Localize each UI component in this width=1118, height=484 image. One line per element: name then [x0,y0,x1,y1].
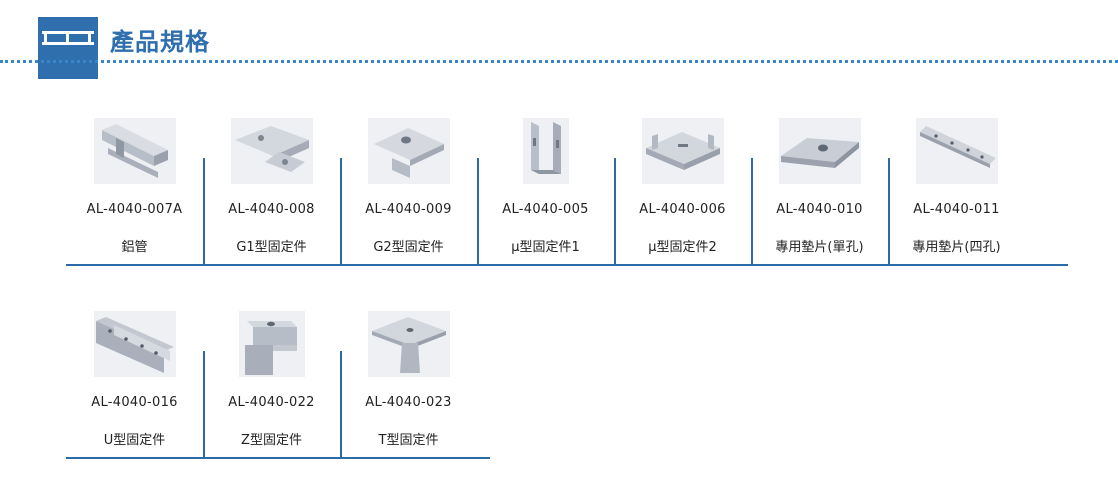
product-code: AL-4040-022 [228,395,315,410]
product-code: AL-4040-007A [86,202,183,217]
product-name: T型固定件 [378,433,439,448]
aluminum-tube-icon [93,118,176,184]
product-cell[interactable]: AL-4040-005 μ型固定件1 [477,112,614,264]
g1-bracket-icon [230,118,313,184]
z-bracket-icon [231,311,313,377]
g2-bracket-icon [367,118,450,184]
product-code: AL-4040-023 [365,395,452,410]
section-header-icon [38,17,98,79]
mu-bracket-2-icon [641,118,724,184]
product-row-2: AL-4040-016 U型固定件 AL-4040-022 Z型固定件 [66,305,490,459]
product-name: 專用墊片(單孔) [775,240,864,255]
product-cell[interactable]: AL-4040-008 G1型固定件 [203,112,340,264]
product-code: AL-4040-016 [91,395,178,410]
product-name: U型固定件 [103,433,166,448]
product-name: 專用墊片(四孔) [912,240,1001,255]
product-code: AL-4040-005 [502,202,589,217]
single-hole-shim-icon [778,118,861,184]
dotted-divider [0,60,1118,63]
product-cell[interactable]: AL-4040-006 μ型固定件2 [614,112,751,264]
product-code: AL-4040-006 [639,202,726,217]
product-cell[interactable]: AL-4040-023 T型固定件 [340,305,477,457]
product-row-1: AL-4040-007A 鋁管 AL-4040-008 G1型固定件 [66,112,1068,266]
t-bracket-icon [367,311,450,377]
product-name: μ型固定件2 [648,240,717,255]
product-code: AL-4040-009 [365,202,452,217]
product-cell[interactable]: AL-4040-022 Z型固定件 [203,305,340,457]
product-name: μ型固定件1 [511,240,580,255]
product-code: AL-4040-008 [228,202,315,217]
four-hole-shim-icon [915,118,998,184]
row-divider [66,457,490,459]
row-divider [66,264,1068,266]
product-code: AL-4040-010 [776,202,863,217]
product-cell[interactable]: AL-4040-009 G2型固定件 [340,112,477,264]
product-name: Z型固定件 [241,433,302,448]
product-code: AL-4040-011 [913,202,1000,217]
product-name: G2型固定件 [373,240,444,255]
mu-bracket-1-icon [505,118,587,184]
product-cell[interactable]: AL-4040-016 U型固定件 [66,305,203,457]
product-name: G1型固定件 [236,240,307,255]
product-cell[interactable]: AL-4040-011 專用墊片(四孔) [888,112,1025,264]
product-cell[interactable]: AL-4040-007A 鋁管 [66,112,203,264]
section-title: 產品規格 [110,27,210,56]
u-bracket-icon [93,311,176,377]
product-cell[interactable]: AL-4040-010 專用墊片(單孔) [751,112,888,264]
product-name: 鋁管 [121,240,148,255]
